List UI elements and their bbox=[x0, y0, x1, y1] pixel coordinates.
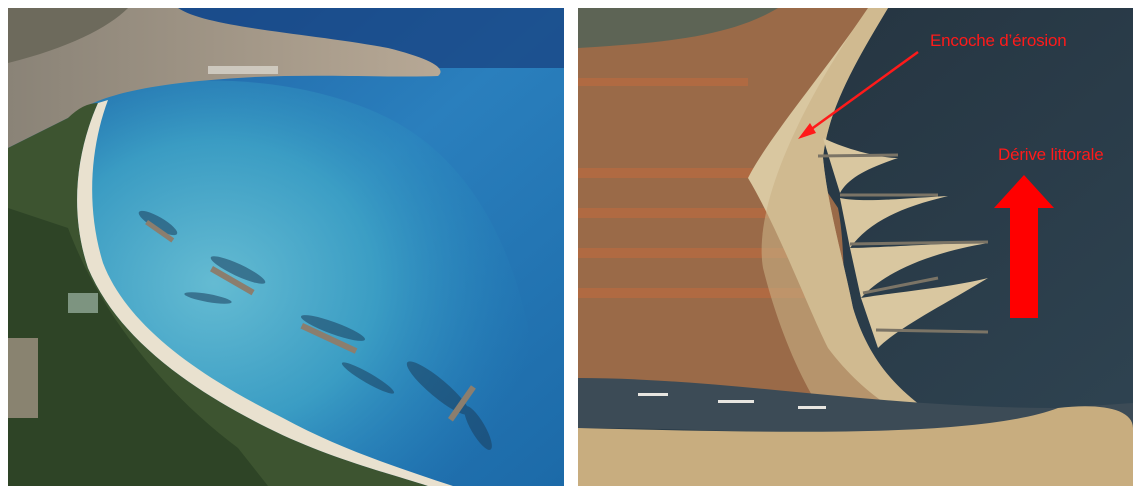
moored-boats bbox=[638, 393, 826, 409]
erosion-pointer-line bbox=[805, 50, 919, 135]
hillside-town bbox=[8, 8, 441, 148]
harbor-channel bbox=[578, 378, 1133, 437]
groynes bbox=[817, 153, 989, 334]
sandy-beach bbox=[748, 8, 958, 428]
breakwaters bbox=[145, 220, 476, 422]
seagrass-patches bbox=[138, 210, 492, 450]
aerial-bay-photo bbox=[8, 8, 564, 486]
drift-arrow-icon bbox=[994, 175, 1054, 318]
bay-illustration bbox=[8, 8, 564, 486]
groyne-illustration bbox=[578, 8, 1133, 486]
erosion-pointer-head bbox=[798, 123, 816, 139]
longshore-drift-label: Dérive littorale bbox=[998, 145, 1104, 164]
harbor bbox=[208, 66, 278, 74]
sand-spit bbox=[578, 406, 1133, 486]
erosion-notch-label: Encoche d’érosion bbox=[930, 31, 1067, 50]
groyne-coast-photo: Encoche d’érosion Dérive littorale bbox=[578, 8, 1133, 486]
